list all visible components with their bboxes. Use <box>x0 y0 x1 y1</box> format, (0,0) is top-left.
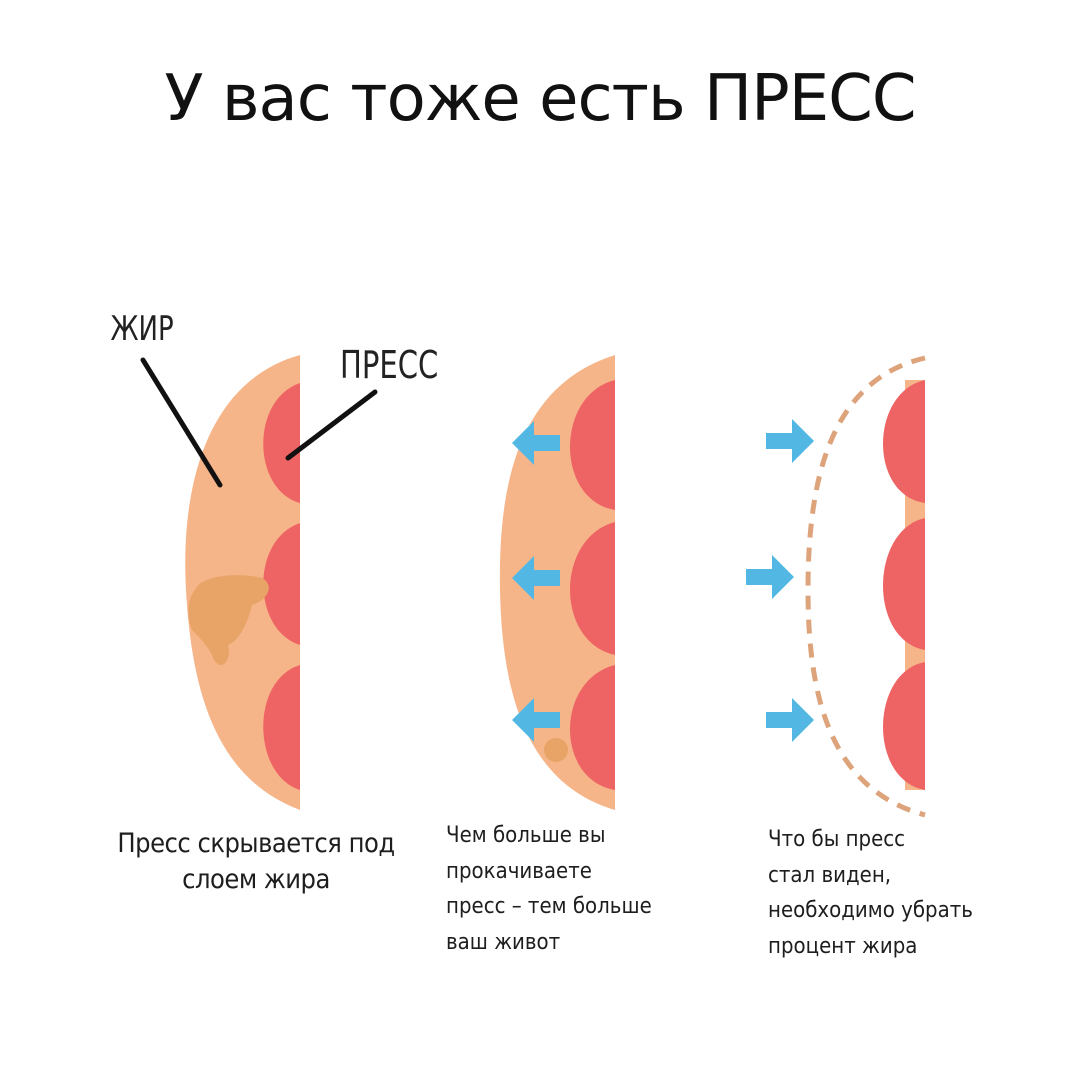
fat-pointer-line <box>140 357 223 488</box>
arrow-right-3 <box>766 698 814 742</box>
caption-panel-1: Пресс скрывается под слоем жира <box>96 826 416 899</box>
ab-muscle-1-mid <box>263 523 300 645</box>
ab-muscle-1-top <box>263 383 300 503</box>
panel-2-diagram <box>499 355 615 810</box>
ab-muscle-2-top <box>570 380 615 510</box>
ab-muscle-2-bot <box>570 665 615 790</box>
ab-muscle-2-mid <box>570 522 615 655</box>
caption-line: стал виден, <box>768 862 892 888</box>
caption-line: прокачиваете <box>446 858 592 884</box>
panel-1-diagram: ЖИР ПРЕСС <box>111 310 438 810</box>
abs-label: ПРЕСС <box>340 344 438 388</box>
ab-muscle-1-bot <box>263 665 300 790</box>
abs-pointer-line <box>285 389 378 461</box>
caption-line: необходимо убрать <box>768 898 973 924</box>
caption-line: Чем больше вы <box>446 823 606 848</box>
caption-line: Пресс скрывается под <box>117 828 395 859</box>
panel-3-diagram <box>746 355 926 818</box>
caption-panel-2: Чем больше вы прокачиваете пресс – тем б… <box>446 818 716 961</box>
fat-label: ЖИР <box>111 310 174 349</box>
caption-line: ваш живот <box>446 929 561 955</box>
ab-muscle-3-top <box>882 380 925 503</box>
arrow-right-2 <box>746 555 794 599</box>
smudge-2 <box>544 738 568 762</box>
page-title: У вас тоже есть ПРЕСС <box>164 62 916 136</box>
arrow-right-1 <box>766 419 814 463</box>
caption-panel-3: Что бы пресс стал виден, необходимо убра… <box>768 822 1008 965</box>
ab-muscle-3-bot <box>882 662 925 790</box>
caption-line: слоем жира <box>182 864 330 896</box>
caption-line: Что бы пресс <box>768 827 906 852</box>
ab-muscle-3-mid <box>882 518 925 650</box>
fat-outline-dashed <box>805 355 926 818</box>
caption-line: процент жира <box>768 933 918 959</box>
smudge <box>188 575 269 665</box>
caption-line: пресс – тем больше <box>446 894 652 920</box>
